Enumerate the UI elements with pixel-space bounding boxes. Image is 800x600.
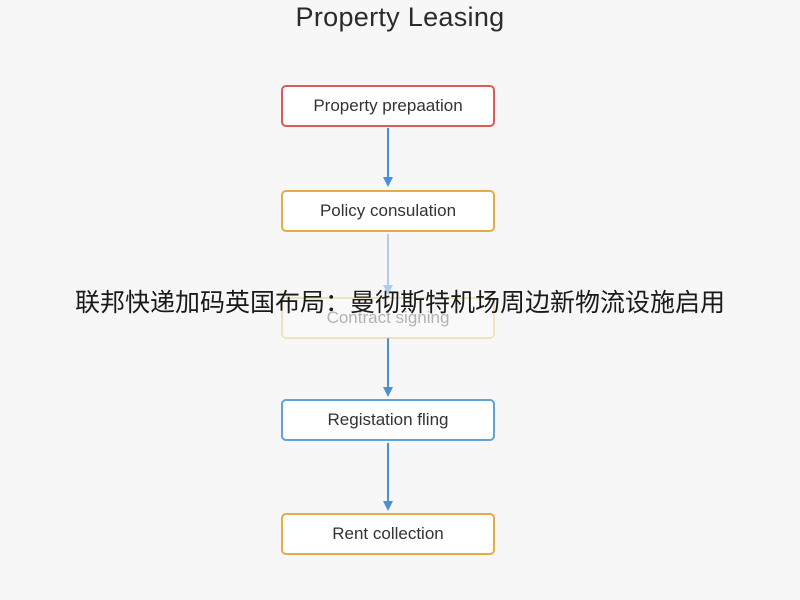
step-registration-filing: Registation fling [281, 399, 495, 441]
step-contract-signing: Contract signing [281, 297, 495, 339]
diagram-title: Property Leasing [295, 2, 505, 32]
overlay-caption: 联邦快递加码英国布局：曼彻斯特机场周边新物流设施启用 [74, 288, 725, 317]
step-label: Policy consulation [319, 201, 457, 220]
step-label: Rent collection [332, 524, 444, 543]
step-policy-consultation: Policy consulation [281, 190, 495, 232]
step-label: Property prepaation [313, 96, 463, 115]
step-label: Contract signing [326, 308, 450, 327]
step-property-preparation: Property prepaation [281, 85, 495, 127]
step-label: Registation fling [327, 410, 449, 429]
step-rent-collection: Rent collection [281, 513, 495, 555]
